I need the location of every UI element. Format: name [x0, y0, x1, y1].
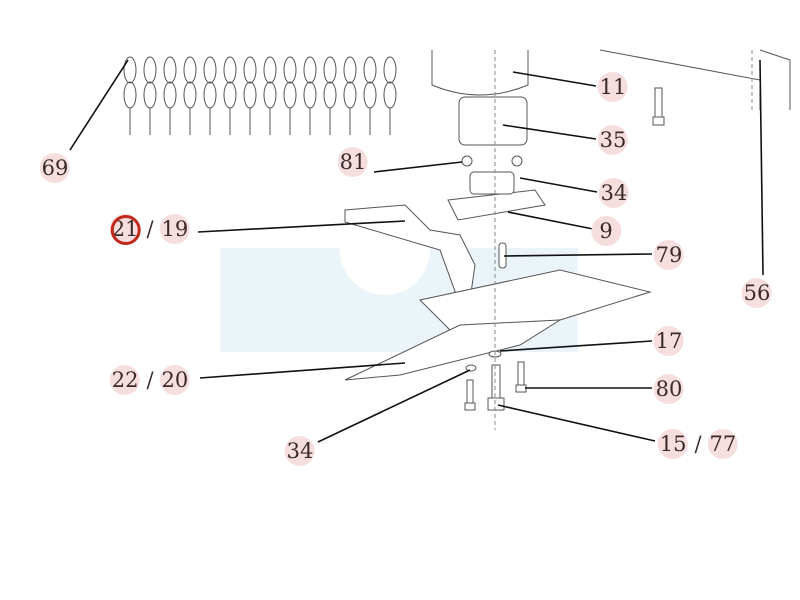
- separator: /: [146, 217, 154, 241]
- part-label-81[interactable]: 81: [337, 147, 369, 177]
- part-number[interactable]: 22: [110, 365, 140, 395]
- motor-housing: [431, 50, 529, 96]
- chain-guard: [123, 56, 397, 136]
- part-label-56[interactable]: 56: [741, 278, 773, 308]
- part-number[interactable]: 69: [39, 153, 70, 183]
- part-number[interactable]: 9: [590, 216, 622, 246]
- separator: /: [694, 432, 702, 456]
- part-number[interactable]: 11: [597, 72, 628, 102]
- part-label-34-upper[interactable]: 34: [598, 178, 630, 208]
- part-label-17[interactable]: 17: [653, 326, 685, 356]
- part-label-69[interactable]: 69: [39, 153, 71, 183]
- leader-lines: [69, 59, 764, 443]
- part-number[interactable]: 34: [598, 178, 629, 208]
- part-label-35[interactable]: 35: [597, 125, 629, 155]
- part-number[interactable]: 81: [337, 147, 368, 177]
- part-number[interactable]: 19: [159, 214, 190, 244]
- part-number[interactable]: 20: [159, 365, 190, 395]
- part-label-80[interactable]: 80: [653, 374, 685, 404]
- part-number[interactable]: 56: [741, 278, 772, 308]
- lower-blade: [344, 319, 562, 381]
- part-label-21-19[interactable]: 21/19: [110, 214, 191, 245]
- part-number[interactable]: 35: [597, 125, 628, 155]
- part-number[interactable]: 80: [653, 374, 684, 404]
- part-number[interactable]: 15: [658, 429, 688, 459]
- part-number[interactable]: 17: [653, 326, 684, 356]
- upper-blade: [344, 204, 476, 306]
- part-number[interactable]: 77: [707, 429, 738, 459]
- blade: [418, 269, 652, 331]
- part-label-22-20[interactable]: 22/20: [110, 365, 191, 395]
- part-number[interactable]: 79: [653, 240, 684, 270]
- part-number[interactable]: 34: [284, 436, 315, 466]
- part-label-15-77[interactable]: 15/77: [658, 429, 739, 459]
- part-label-9[interactable]: 9: [590, 216, 622, 246]
- part-label-79[interactable]: 79: [653, 240, 685, 270]
- part-number-selected[interactable]: 21: [110, 214, 141, 245]
- part-label-11[interactable]: 11: [597, 72, 629, 102]
- parts: [344, 49, 791, 411]
- part-label-34-lower[interactable]: 34: [284, 436, 316, 466]
- spacer: [458, 96, 528, 146]
- separator: /: [146, 368, 154, 392]
